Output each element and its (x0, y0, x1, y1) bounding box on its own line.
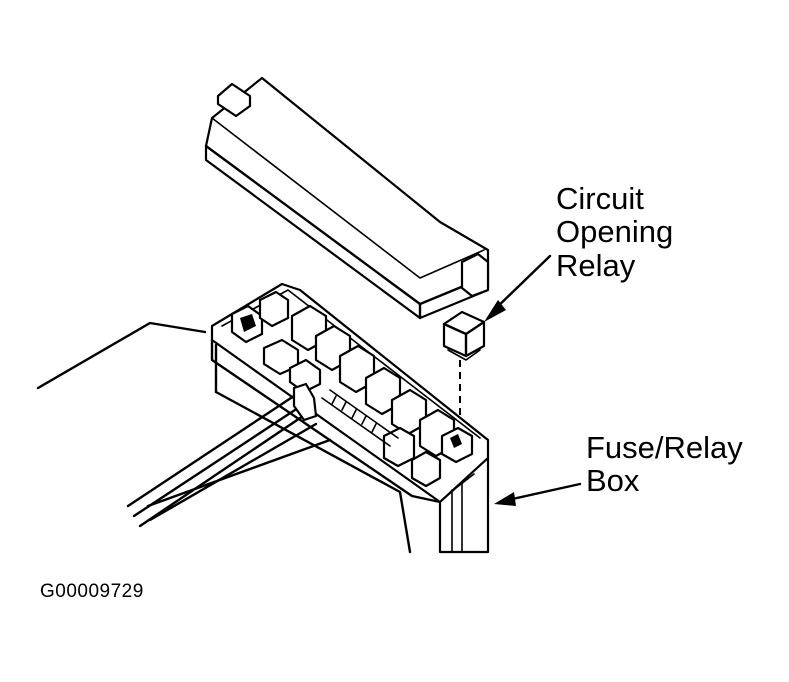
relay-label-line: Opening (556, 214, 674, 250)
relay-label-line: Circuit (556, 181, 644, 216)
wire-harness (126, 382, 332, 528)
box-leader-arrow (494, 482, 582, 506)
figure-id: G00009729 (40, 581, 144, 602)
circuit-opening-relay-label: Circuit Opening Relay (556, 181, 674, 283)
box-label-line: Fuse/Relay (586, 430, 743, 465)
fender-panel (36, 321, 412, 554)
relay-array (230, 290, 474, 488)
fuse-relay-box-label: Fuse/Relay Box (586, 431, 743, 498)
relay-leader-arrow (484, 254, 552, 322)
fuse-relay-box (210, 282, 490, 554)
box-label-line: Box (586, 463, 640, 499)
circuit-opening-relay (442, 310, 486, 361)
relay-label-line: Relay (556, 247, 636, 283)
fuse-box-lid (204, 76, 490, 320)
